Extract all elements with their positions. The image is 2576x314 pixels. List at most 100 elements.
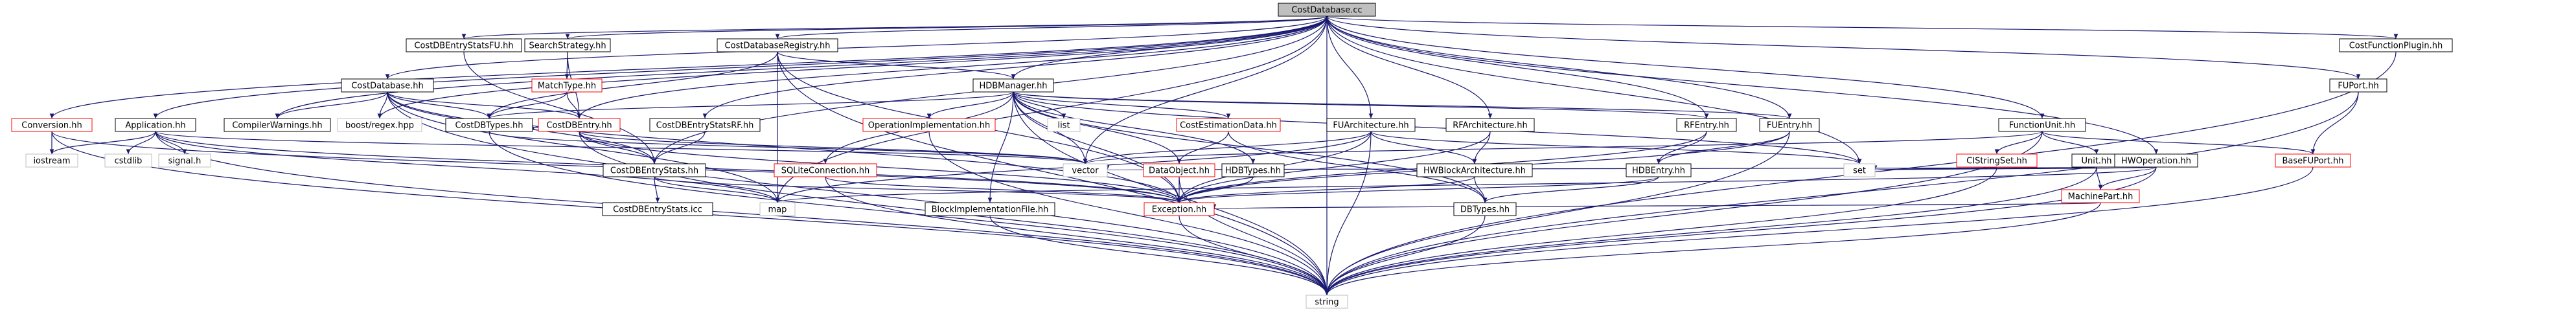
edge-FunctionUnit_hh-to-BaseFUPort_hh	[2041, 131, 2316, 155]
node-list[interactable]: list	[1047, 118, 1081, 132]
edge-CostDatabase_hh-to-CostDBEntry_hh	[387, 91, 582, 119]
node-label: MachinePart.hh	[2068, 192, 2133, 202]
edge-HWBlockArchitecture_hh-to-Exception_hh	[1177, 176, 1475, 203]
edge-FUEntry_hh-to-HDBEntry_hh	[1656, 131, 1790, 164]
node-box	[445, 118, 533, 132]
edge-CostDatabase_hh-to-map	[387, 91, 780, 203]
edge-RFArchitecture_hh-to-HWBlockArchitecture_hh	[1472, 131, 1491, 164]
node-Conversion_hh[interactable]: Conversion.hh	[11, 118, 93, 132]
node-FunctionUnit_hh[interactable]: FunctionUnit.hh	[1998, 118, 2086, 132]
node-label: HDBTypes.hh	[1225, 166, 1281, 176]
node-FUEntry_hh[interactable]: FUEntry.hh	[1759, 118, 1820, 132]
node-iostream[interactable]: iostream	[25, 153, 78, 168]
node-box	[1453, 202, 1517, 216]
edge-BlockImplementationFile_hh-to-string	[989, 215, 1329, 296]
node-set[interactable]: set	[1843, 163, 1876, 177]
node-map[interactable]: map	[759, 202, 796, 216]
node-label: BaseFUPort.hh	[2282, 157, 2343, 166]
edge-HDBEntry_hh-to-DBTypes_hh	[1482, 176, 1659, 203]
node-label: CostDatabase.hh	[351, 82, 424, 91]
node-vector[interactable]: vector	[1063, 163, 1108, 177]
edge-FunctionUnit_hh-to-string	[1324, 131, 2043, 296]
edge-CostDatabase_cc-to-boost_regex_hpp	[377, 16, 1328, 119]
node-HWBlockArchitecture_hh[interactable]: HWBlockArchitecture.hh	[1416, 163, 1533, 177]
node-CostDBEntryStats_hh[interactable]: CostDBEntryStats.hh	[603, 163, 706, 177]
node-MatchType_hh[interactable]: MatchType.hh	[531, 78, 603, 93]
node-CostDBEntryStatsRF_hh[interactable]: CostDBEntryStatsRF.hh	[649, 118, 761, 132]
node-label: SQLiteConnection.hh	[781, 166, 870, 176]
edge-CostDatabase_cc-to-CompilerWarnings_hh	[275, 16, 1328, 119]
node-BlockImplementationFile_hh[interactable]: BlockImplementationFile.hh	[925, 202, 1055, 216]
node-HDBEntry_hh[interactable]: HDBEntry.hh	[1626, 163, 1692, 177]
node-cstdlib[interactable]: cstdlib	[104, 153, 152, 168]
node-boost_regex_hpp[interactable]: boost/regex.hpp	[337, 118, 422, 132]
node-SearchStrategy_hh[interactable]: SearchStrategy.hh	[524, 38, 611, 52]
node-RFArchitecture_hh[interactable]: RFArchitecture.hh	[1445, 118, 1535, 132]
node-CompilerWarnings_hh[interactable]: CompilerWarnings.hh	[224, 118, 331, 132]
edge-CostDatabase_cc-to-CostDBEntryStatsRF_hh	[702, 16, 1328, 119]
edge-HDBManager_hh-to-string	[1013, 91, 1329, 296]
node-label: DBTypes.hh	[1460, 205, 1510, 215]
edge-CostDatabaseRegistry_hh-to-string	[777, 51, 1329, 296]
node-Application_hh[interactable]: Application.hh	[115, 118, 196, 132]
node-label: HWOperation.hh	[2121, 157, 2191, 166]
node-HWOperation_hh[interactable]: HWOperation.hh	[2114, 153, 2198, 168]
node-CostDBEntryStats_icc[interactable]: CostDBEntryStats.icc	[602, 202, 713, 216]
node-HDBTypes_hh[interactable]: HDBTypes.hh	[1221, 163, 1285, 177]
node-signal_h[interactable]: signal.h	[158, 153, 211, 168]
node-DBTypes_hh[interactable]: DBTypes.hh	[1453, 202, 1517, 216]
edge-BaseFUPort_hh-to-string	[1324, 166, 2314, 296]
node-MachinePart_hh[interactable]: MachinePart.hh	[2061, 189, 2140, 203]
node-box	[717, 38, 838, 52]
edge-CostDatabase_hh-to-CompilerWarnings_hh	[275, 91, 388, 119]
node-label: CostDBEntryStats.hh	[610, 166, 698, 176]
node-box	[1143, 163, 1215, 177]
node-CostDatabaseRegistry_hh[interactable]: CostDatabaseRegistry.hh	[717, 38, 838, 52]
edge-HDBManager_hh-to-CostEstimationData_hh	[1013, 91, 1231, 119]
node-CIStringSet_hh[interactable]: CIStringSet.hh	[1956, 153, 2038, 168]
node-DataObject_hh[interactable]: DataObject.hh	[1143, 163, 1215, 177]
node-CostFunctionPlugin_hh[interactable]: CostFunctionPlugin.hh	[2339, 38, 2453, 52]
node-box	[1759, 118, 1820, 132]
node-FUPort_hh[interactable]: FUPort.hh	[2329, 78, 2387, 93]
node-Exception_hh[interactable]: Exception.hh	[1144, 202, 1215, 216]
node-box	[1278, 3, 1376, 17]
node-label: set	[1853, 166, 1866, 176]
node-BaseFUPort_hh[interactable]: BaseFUPort.hh	[2275, 153, 2351, 168]
node-label: FUEntry.hh	[1767, 121, 1812, 131]
node-Unit_hh[interactable]: Unit.hh	[2071, 153, 2122, 168]
node-RFEntry_hh[interactable]: RFEntry.hh	[1676, 118, 1737, 132]
node-FUArchitecture_hh[interactable]: FUArchitecture.hh	[1326, 118, 1416, 132]
node-box	[1416, 163, 1533, 177]
edge-RFEntry_hh-to-HDBEntry_hh	[1656, 131, 1707, 164]
node-CostDatabase_cc: CostDatabase.cc	[1278, 3, 1376, 17]
node-label: Unit.hh	[2081, 157, 2111, 166]
node-label: HDBManager.hh	[979, 82, 1047, 91]
node-CostEstimationData_hh[interactable]: CostEstimationData.hh	[1176, 118, 1281, 132]
node-CostDBTypes_hh[interactable]: CostDBTypes.hh	[445, 118, 533, 132]
node-string[interactable]: string	[1305, 295, 1348, 309]
node-label: BlockImplementationFile.hh	[932, 205, 1049, 215]
edge-Application_hh-to-map	[155, 131, 780, 203]
node-box	[524, 38, 611, 52]
edge-CostDatabase_cc-to-set	[1326, 16, 1862, 164]
edge-Application_hh-to-cstdlib	[126, 131, 156, 155]
edge-HDBEntry_hh-to-Exception_hh	[1177, 176, 1659, 203]
node-CostDBEntry_hh[interactable]: CostDBEntry.hh	[538, 118, 621, 132]
edge-CostDatabase_cc-to-Conversion_hh	[49, 16, 1328, 119]
node-box	[1176, 118, 1281, 132]
node-box	[1843, 163, 1876, 177]
node-CostDatabase_hh[interactable]: CostDatabase.hh	[341, 78, 434, 93]
edge-SQLiteConnection_hh-to-string	[825, 176, 1329, 296]
node-OperationImplementation_hh[interactable]: OperationImplementation.hh	[862, 118, 996, 132]
node-box	[1998, 118, 2086, 132]
edge-HDBManager_hh-to-HDBTypes_hh	[1013, 91, 1256, 164]
node-CostDBEntryStatsFU_hh[interactable]: CostDBEntryStatsFU.hh	[406, 38, 522, 52]
node-SQLiteConnection_hh[interactable]: SQLiteConnection.hh	[774, 163, 877, 177]
edge-SQLiteConnection_hh-to-Exception_hh	[825, 176, 1182, 203]
edge-CostDatabase_cc-to-RFEntry_hh	[1326, 16, 1709, 119]
edge-HDBManager_hh-to-DataObject_hh	[1013, 91, 1182, 164]
node-box	[2114, 153, 2198, 168]
node-HDBManager_hh[interactable]: HDBManager.hh	[972, 78, 1054, 93]
